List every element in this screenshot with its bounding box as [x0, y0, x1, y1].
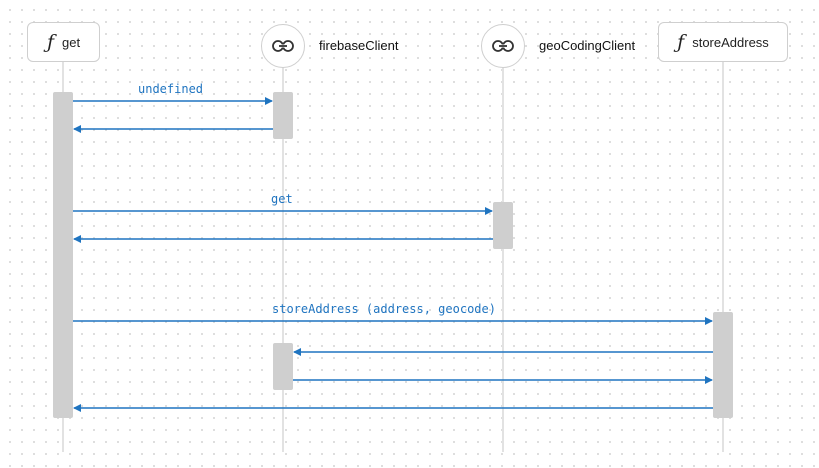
participant-firebase-client[interactable] [261, 24, 305, 68]
participant-label: get [61, 34, 81, 50]
message-label-undefined: undefined [138, 82, 204, 96]
function-icon: ƒ [677, 30, 685, 53]
participant-label: storeAddress [692, 34, 769, 50]
function-icon: ƒ [46, 30, 54, 53]
activation-get [53, 92, 73, 418]
participant-label: geoCodingClient [539, 38, 636, 53]
participant-get[interactable]: ƒ get [27, 22, 100, 62]
link-icon [492, 40, 514, 52]
participant-label: firebaseClient [319, 38, 399, 53]
activation-firebase-client-2 [273, 343, 293, 390]
activation-firebase-client-1 [273, 92, 293, 139]
link-icon [272, 40, 294, 52]
participant-store-address[interactable]: ƒ storeAddress [658, 22, 788, 62]
message-label-get: get [271, 192, 293, 206]
participant-geocoding-client[interactable] [481, 24, 525, 68]
lifeline-store-address [722, 62, 724, 452]
message-label-store-address: storeAddress (address, geocode) [272, 302, 496, 316]
lifeline-firebase-client [282, 62, 284, 452]
activation-store-address [713, 312, 733, 418]
activation-geocoding-client [493, 202, 513, 249]
lifeline-geocoding-client [502, 62, 504, 452]
